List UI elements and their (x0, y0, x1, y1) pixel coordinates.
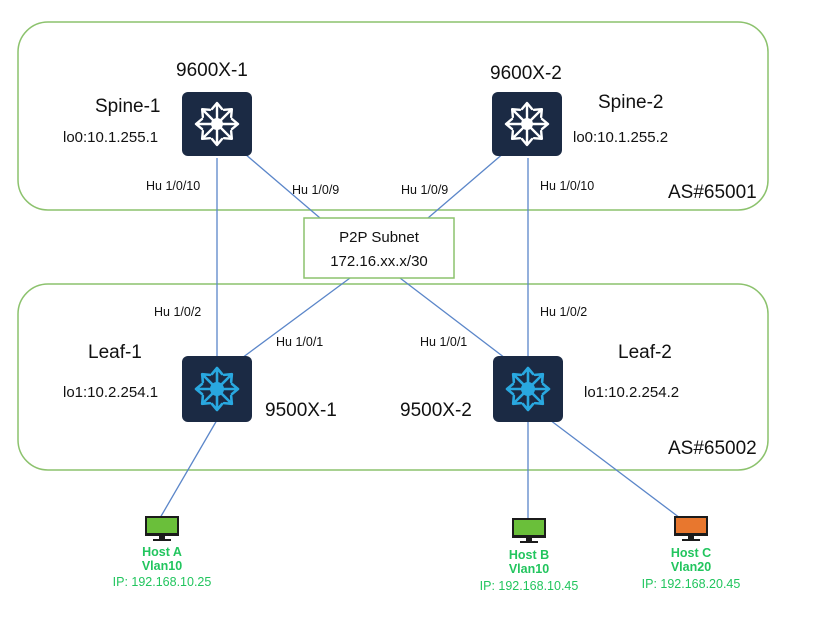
host-c-name: Host C (671, 546, 711, 560)
host-b-vlan: Vlan10 (509, 562, 549, 576)
as-spine-label: AS#65001 (668, 182, 757, 203)
spine1-switch-icon[interactable] (182, 92, 252, 156)
host-b-name: Host B (509, 548, 549, 562)
link-leaf1-hostA (159, 419, 218, 519)
leaf2-loopback: lo1:10.2.254.2 (584, 384, 679, 401)
host-a-screen (147, 518, 177, 533)
port-leaf1-cross: Hu 1/0/1 (276, 335, 323, 349)
leaf-zone (17, 283, 769, 471)
host-a-name: Host A (142, 545, 182, 559)
spine-zone (17, 21, 769, 211)
link-leaf2-hostC (549, 419, 681, 519)
p2p-subnet-range: 172.16.xx.x/30 (330, 253, 428, 270)
port-spine2-down: Hu 1/0/10 (540, 179, 594, 193)
link-spine1-p2p (237, 147, 321, 219)
port-spine1-cross: Hu 1/0/9 (292, 183, 339, 197)
spine2-model: 9600X-2 (490, 63, 562, 84)
host-c-screen (676, 518, 706, 533)
link-p2p-leaf2 (399, 277, 506, 359)
port-spine2-cross: Hu 1/0/9 (401, 183, 448, 197)
host-c-ip: IP: 192.168.20.45 (642, 577, 741, 591)
p2p-subnet-box (303, 217, 455, 279)
leaf2-switch-icon[interactable] (493, 356, 563, 422)
p2p-subnet-title: P2P Subnet (339, 229, 420, 246)
link-p2p-leaf1 (241, 277, 351, 359)
host-b-screen (514, 520, 544, 535)
spine2-role: Spine-2 (598, 92, 664, 113)
host-b-ip: IP: 192.168.10.45 (480, 579, 579, 593)
host-c-vlan: Vlan20 (671, 560, 711, 574)
leaf2-role: Leaf-2 (618, 342, 672, 363)
spine2-loopback: lo0:10.1.255.2 (573, 129, 668, 146)
link-spine2-p2p (427, 151, 506, 219)
spine2-switch-icon[interactable] (492, 92, 562, 156)
leaf2-model: 9500X-2 (400, 400, 472, 421)
leaf1-model: 9500X-1 (265, 400, 337, 421)
spine1-role: Spine-1 (95, 96, 161, 117)
as-leaf-label: AS#65002 (668, 438, 757, 459)
host-a-monitor-icon[interactable] (145, 516, 179, 541)
host-a-ip: IP: 192.168.10.25 (113, 575, 212, 589)
port-leaf2-up: Hu 1/0/2 (540, 305, 587, 319)
host-b-monitor-icon[interactable] (512, 518, 546, 543)
leaf1-role: Leaf-1 (88, 342, 142, 363)
leaf1-switch-icon[interactable] (182, 356, 252, 422)
host-c-monitor-icon[interactable] (674, 516, 708, 541)
port-leaf1-up: Hu 1/0/2 (154, 305, 201, 319)
port-leaf2-cross: Hu 1/0/1 (420, 335, 467, 349)
spine1-model: 9600X-1 (176, 60, 248, 81)
host-a-vlan: Vlan10 (142, 559, 182, 573)
port-spine1-down: Hu 1/0/10 (146, 179, 200, 193)
spine1-loopback: lo0:10.1.255.1 (63, 129, 158, 146)
leaf1-loopback: lo1:10.2.254.1 (63, 384, 158, 401)
